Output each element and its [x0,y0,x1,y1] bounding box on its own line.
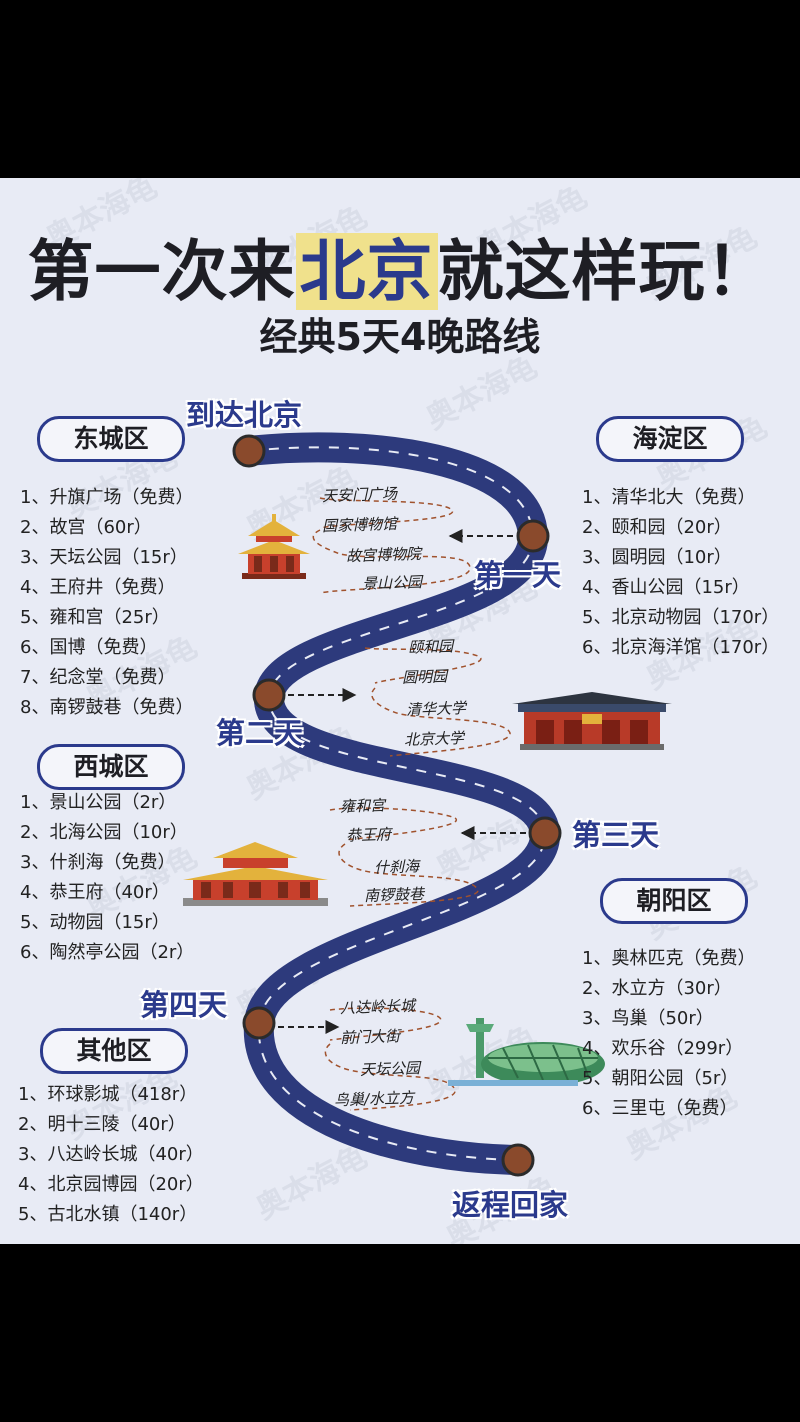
district-chaoyang-pill: 朝阳区 [600,878,748,924]
list-item: 7、纪念堂（免费） [20,667,176,688]
palace-icon [183,842,328,906]
list-item: 4、王府井（免费） [20,577,176,598]
list-item: 3、鸟巢（50r） [582,1008,714,1029]
list-item: 5、古北水镇（140r） [18,1204,198,1225]
day3-stop-4: 南锣鼓巷 [363,884,425,906]
day4-stop-4: 鸟巢/水立方 [333,1088,415,1110]
list-item: 4、恭王府（40r） [20,882,170,903]
list-item: 1、环球影城（418r） [18,1084,198,1105]
day1-stop-3: 故宫博物院 [345,544,422,566]
list-item: 2、明十三陵（40r） [18,1114,186,1135]
district-dongcheng-pill: 东城区 [37,416,185,462]
route-start-label: 到达北京 [186,398,303,432]
list-item: 6、国博（免费） [20,637,158,658]
district-other-pill: 其他区 [40,1028,188,1074]
day3-stop-1: 雍和宫 [339,796,386,816]
day2-stop-2: 圆明园 [401,667,448,687]
day1-stop-4: 景山公园 [361,572,423,594]
day3-stop-2: 恭王府 [345,825,392,845]
route-map [183,432,672,1177]
route-node-end [501,1143,535,1177]
list-item: 5、雍和宫（25r） [20,607,170,628]
day1-stop-2: 国家博物馆 [321,514,398,536]
list-item: 6、北京海洋馆（170r） [582,637,780,658]
list-item: 2、北海公园（10r） [20,822,188,843]
route-node-day1 [516,519,550,553]
day1-label: 第一天 [474,558,562,592]
day2-stop-4: 北京大学 [403,728,465,750]
day1-stop-1: 天安门广场 [321,484,398,506]
day2-stop-3: 清华大学 [405,698,467,720]
list-item: 2、颐和园（20r） [582,517,732,538]
day2-stop-1: 颐和园 [407,637,454,657]
list-item: 4、北京园博园（20r） [18,1174,204,1195]
list-item: 2、故宫（60r） [20,517,152,538]
poster: 奥本海龟奥本海龟奥本海龟奥本海龟奥本海龟奥本海龟奥本海龟奥本海龟奥本海龟奥本海龟… [0,178,800,1244]
list-item: 3、圆明园（10r） [582,547,732,568]
list-item: 8、南锣鼓巷（免费） [20,697,194,718]
district-xicheng-pill: 西城区 [37,744,185,790]
list-item: 1、奥林匹克（免费） [582,948,756,969]
list-item: 2、水立方（30r） [582,978,732,999]
district-other-list: 1、环球影城（418r） 2、明十三陵（40r） 3、八达岭长城（40r） 4、… [18,1080,204,1230]
route-node-day3 [528,816,562,850]
day4-label: 第四天 [140,988,228,1022]
page-title: 第一次来北京就这样玩！ [27,233,773,310]
district-chaoyang-list: 1、奥林匹克（免费） 2、水立方（30r） 3、鸟巢（50r） 4、欢乐谷（29… [582,944,755,1124]
day4-stop-1: 八达岭长城 [339,996,416,1018]
day4-stop-2: 前门大街 [339,1026,401,1048]
day3-stop-3: 什刹海 [373,857,420,877]
list-item: 3、什刹海（免费） [20,852,176,873]
district-haidian-list: 1、清华北大（免费） 2、颐和园（20r） 3、圆明园（10r） 4、香山公园（… [582,483,779,663]
stadium-icon [448,1018,605,1086]
route-node-start [232,434,266,468]
list-item: 1、清华北大（免费） [582,487,756,508]
page-subtitle: 经典5天4晚路线 [259,315,541,359]
gate-icon [512,692,672,750]
route-node-day4 [242,1006,276,1040]
district-haidian-pill: 海淀区 [596,416,744,462]
list-item: 1、景山公园（2r） [20,792,177,813]
route-end-label: 返程回家 [452,1188,569,1222]
list-item: 4、欢乐谷（299r） [582,1038,744,1059]
district-dongcheng-list: 1、升旗广场（免费） 2、故宫（60r） 3、天坛公园（15r） 4、王府井（免… [20,483,193,723]
list-item: 5、北京动物园（170r） [582,607,780,628]
title-highlight: 北京 [295,233,438,310]
list-item: 5、朝阳公园（5r） [582,1068,739,1089]
temple-icon [238,514,310,579]
list-item: 6、陶然亭公园（2r） [20,942,195,963]
list-item: 6、三里屯（免费） [582,1098,738,1119]
list-item: 3、天坛公园（15r） [20,547,188,568]
day2-label: 第二天 [216,716,304,750]
day4-stop-3: 天坛公园 [359,1058,421,1080]
list-item: 5、动物园（15r） [20,912,170,933]
list-item: 1、升旗广场（免费） [20,487,194,508]
day3-label: 第三天 [572,818,660,852]
district-xicheng-list: 1、景山公园（2r） 2、北海公园（10r） 3、什刹海（免费） 4、恭王府（4… [20,788,194,968]
route-node-day2 [252,678,286,712]
list-item: 3、八达岭长城（40r） [18,1144,204,1165]
list-item: 4、香山公园（15r） [582,577,750,598]
